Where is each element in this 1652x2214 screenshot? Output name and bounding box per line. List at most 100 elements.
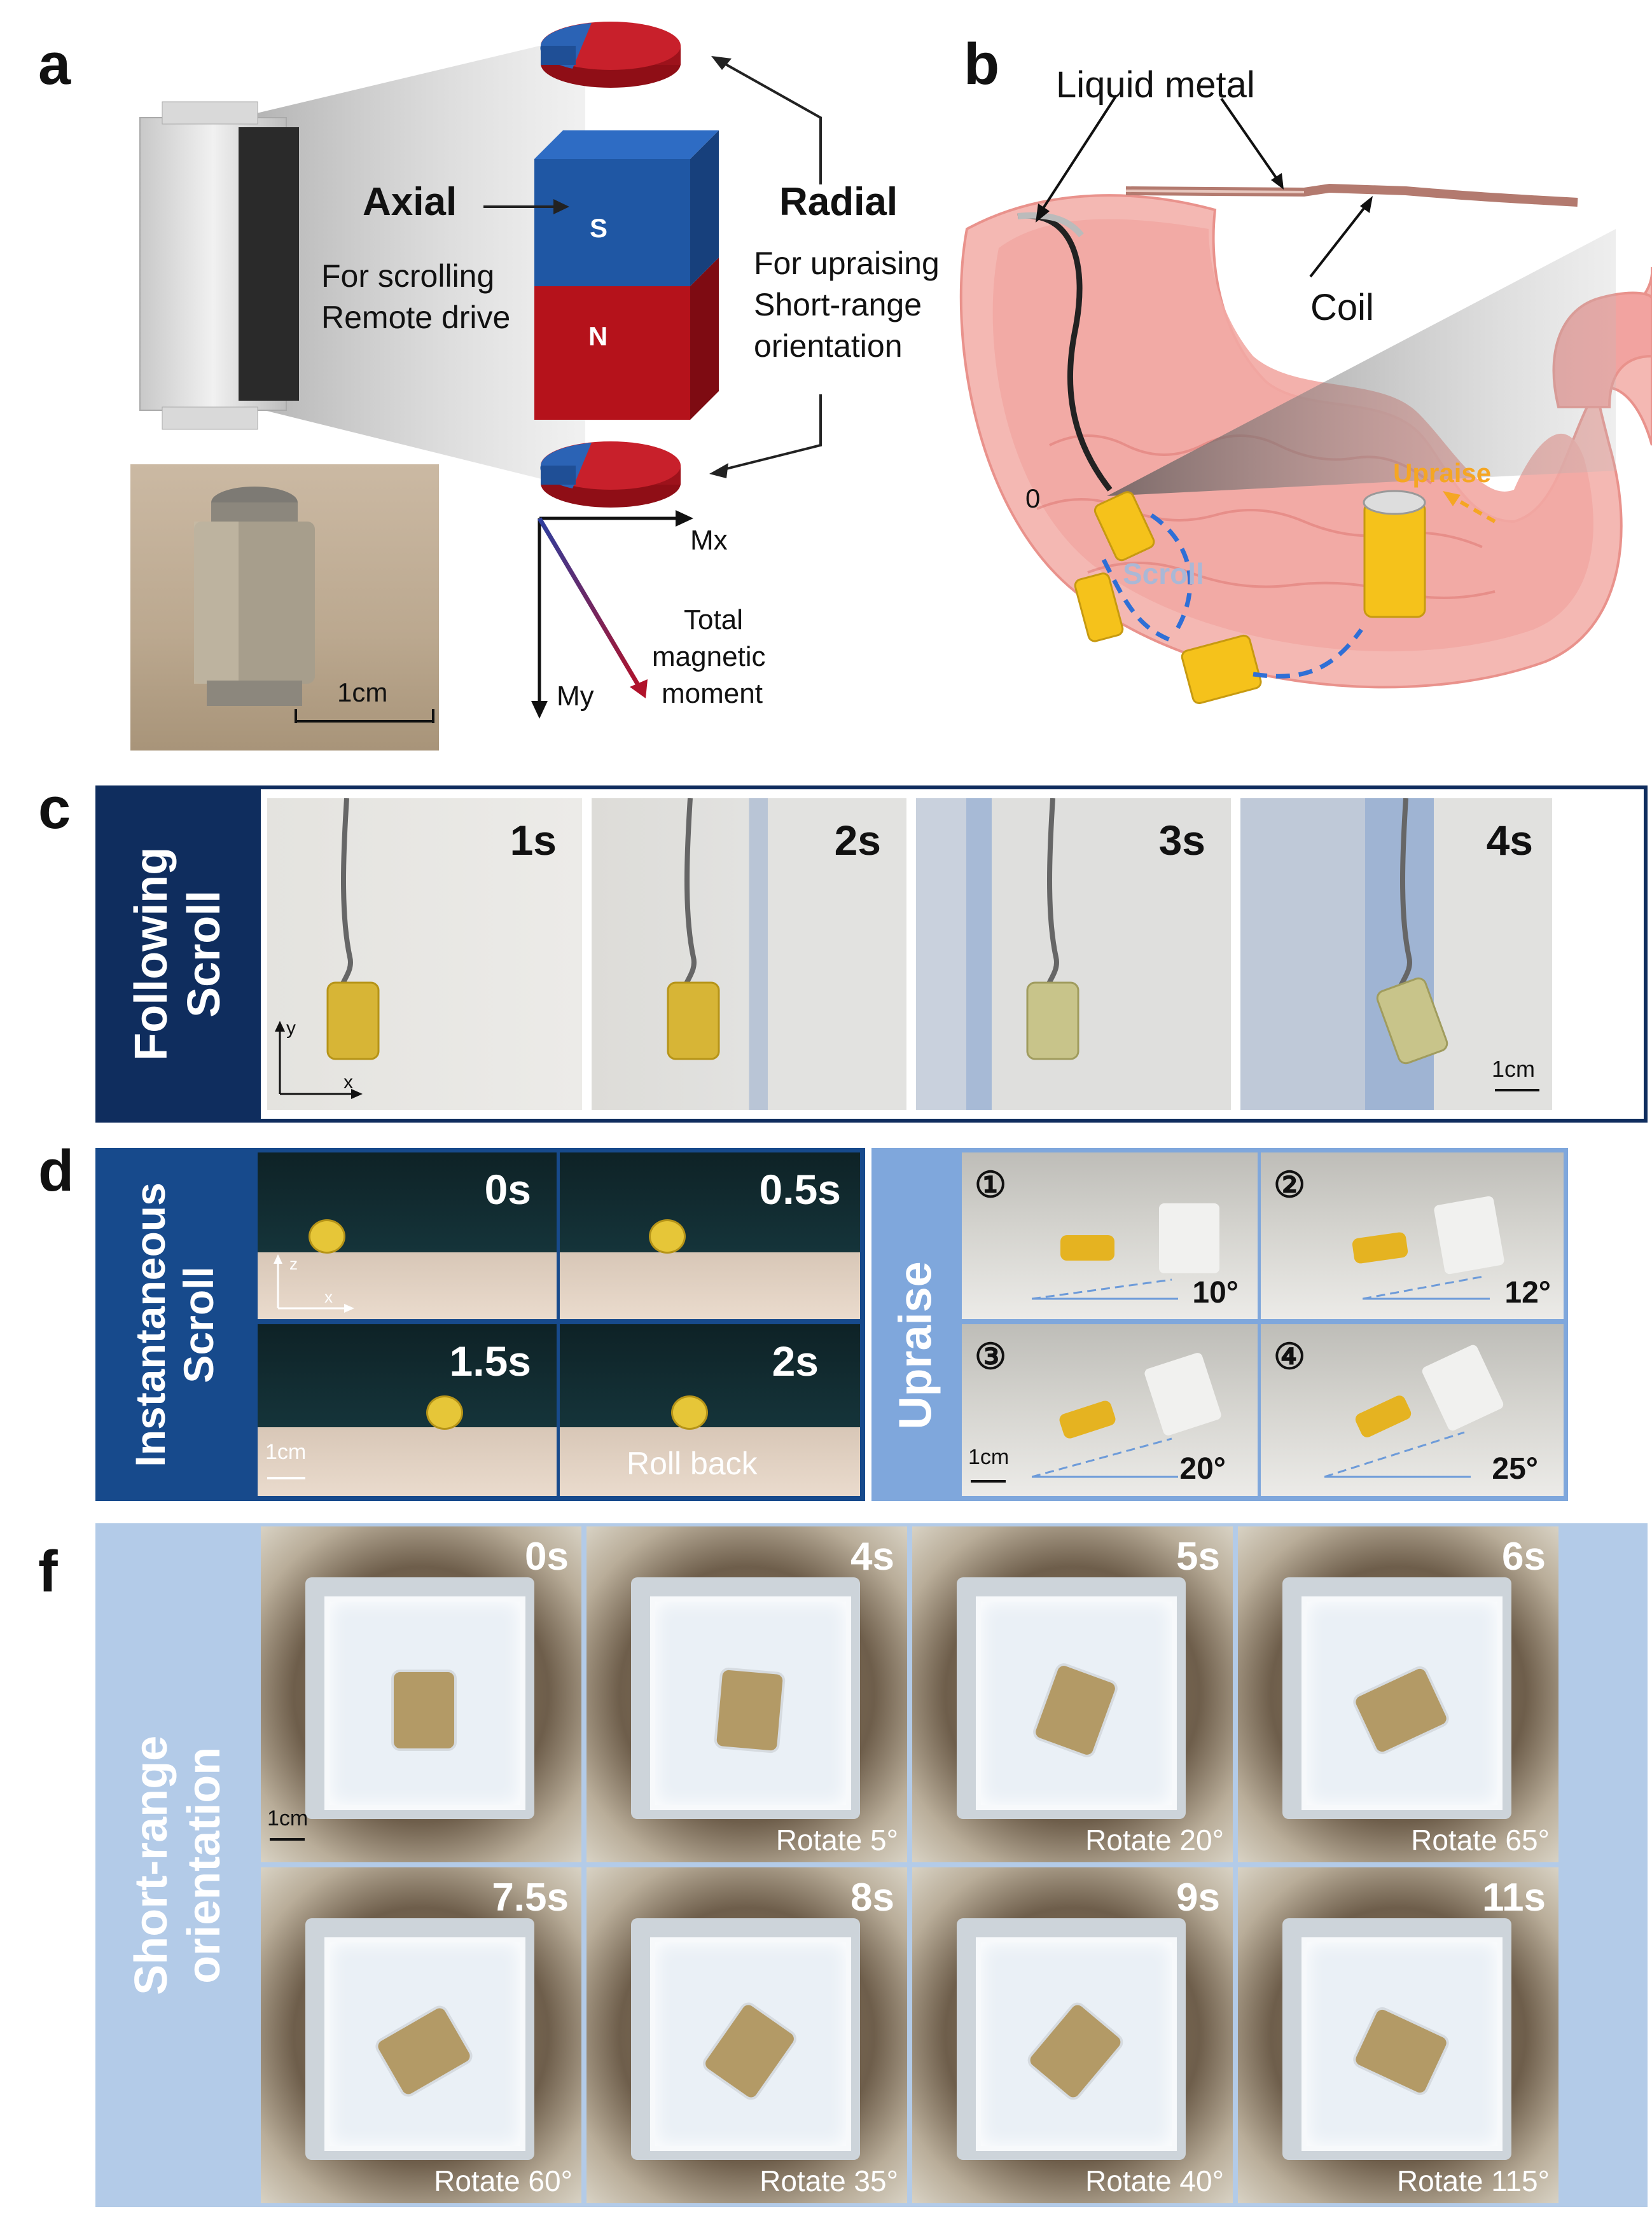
- panel-d-roll-back: Roll back: [627, 1446, 758, 1481]
- panel-c-side-2: Scroll: [179, 890, 230, 1018]
- panel-c-frame-3: 3s: [916, 798, 1231, 1110]
- coil-label: Coil: [1310, 287, 1374, 328]
- panel-c-axis-x: x: [344, 1072, 353, 1093]
- axial-title: Axial: [363, 180, 457, 224]
- my-label: My: [557, 681, 594, 712]
- radial-magnet-bottom: [540, 441, 681, 508]
- panel-f-scale-bar: [270, 1838, 305, 1841]
- panel-d-scale-label: 1cm: [265, 1440, 307, 1464]
- radial-magnet-top: [540, 22, 681, 88]
- panel-e-scale-bar: [971, 1480, 1006, 1483]
- panel-d-side-2: Scroll: [175, 1266, 222, 1383]
- upraise-label: Upraise: [1393, 458, 1492, 488]
- panel-f-side-1: Short-range: [126, 1735, 177, 1995]
- axial-magnet-cube: [534, 130, 719, 420]
- panel-d-frame-2: 0.5s: [560, 1152, 860, 1319]
- panel-e-frame-3: ③ 20° 1cm: [962, 1324, 1258, 1496]
- panel-e-step-2: ②: [1274, 1165, 1306, 1205]
- moment-arrow: [537, 517, 642, 688]
- capsule-band: [239, 127, 299, 401]
- panel-a-letter: a: [38, 32, 71, 97]
- liquid-metal-label: Liquid metal: [1056, 64, 1255, 106]
- panel-c-side-1: Following: [126, 847, 177, 1061]
- panel-f-letter: f: [38, 1539, 58, 1604]
- panel-f-time-1: 0s: [525, 1535, 569, 1579]
- tether-wire: [1017, 212, 1113, 492]
- panel-f-frame-1: 0s 1cm: [261, 1526, 581, 1862]
- panel-f-scale-label: 1cm: [267, 1806, 309, 1830]
- panel-c-frame-2: 2s: [592, 798, 906, 1110]
- panel-e-angle-3: 20°: [1179, 1452, 1226, 1486]
- panel-f-rotation-7: Rotate 40°: [1085, 2164, 1224, 2197]
- panel-e-frame-4: ④ 25°: [1261, 1324, 1564, 1496]
- panel-e-angle-1: 10°: [1192, 1276, 1239, 1310]
- panel-d-time-1: 0s: [484, 1166, 531, 1213]
- mx-label: Mx: [690, 525, 728, 556]
- panel-c-sidebar: Following Scroll: [95, 785, 261, 1123]
- panel-f-rotation-3: Rotate 20°: [1085, 1823, 1224, 1857]
- panel-e-angle-2: 12°: [1504, 1276, 1551, 1310]
- panel-f-rotation-6: Rotate 35°: [760, 2164, 898, 2197]
- capsule-3: [1181, 634, 1262, 705]
- panel-e-angle-4: 25°: [1492, 1452, 1538, 1486]
- panel-f-time-5: 7.5s: [492, 1876, 569, 1920]
- scroll-path: [1101, 558, 1363, 679]
- capsule-1: [1093, 491, 1155, 562]
- panel-f-time-4: 6s: [1502, 1535, 1546, 1579]
- capsule-photo: 1cm: [130, 464, 439, 751]
- panel-f-sidebar: Short-range orientation: [95, 1523, 261, 2207]
- panel-e-scale-label: 1cm: [968, 1445, 1010, 1469]
- panel-c-time-4: 4s: [1486, 817, 1533, 864]
- panel-f-rotation-2: Rotate 5°: [775, 1823, 898, 1857]
- panel-c-frame-1: 1s y x: [267, 798, 582, 1110]
- panel-e-frame-1: ① 10°: [962, 1152, 1258, 1319]
- panel-c-scale-bar: [1495, 1089, 1539, 1091]
- moment-label-1: Total: [684, 604, 743, 635]
- panel-b-letter: b: [964, 32, 1000, 97]
- panel-d-frame-1: 0s z x: [258, 1152, 557, 1319]
- capsule-4-upraised: [1363, 490, 1426, 618]
- panel-f-time-3: 5s: [1176, 1535, 1220, 1579]
- panel-f-side-2: orientation: [179, 1747, 230, 1984]
- panel-d-axis-x: x: [324, 1287, 333, 1306]
- panel-e-frame-2: ② 12°: [1261, 1152, 1564, 1319]
- panel-f-time-6: 8s: [850, 1876, 894, 1920]
- panel-d-time-3: 1.5s: [449, 1338, 531, 1385]
- moment-label-2: magnetic: [652, 641, 766, 672]
- panel-e-step-3: ③: [975, 1336, 1007, 1376]
- panel-d-time-4: 2s: [772, 1338, 819, 1385]
- panel-c-axis-y: y: [286, 1018, 296, 1039]
- radial-desc-3: orientation: [754, 328, 903, 364]
- radial-title: Radial: [779, 180, 898, 224]
- panel-d-scale-bar: [267, 1477, 305, 1479]
- axial-desc-2: Remote drive: [321, 300, 511, 335]
- radial-desc-1: For upraising: [754, 246, 940, 281]
- panel-a-diagram: [139, 22, 822, 719]
- panel-e-side: Upraise: [890, 1261, 941, 1430]
- panel-c-scale-label: 1cm: [1492, 1056, 1536, 1082]
- panel-f-time-2: 4s: [850, 1535, 894, 1579]
- panel-e-step-1: ①: [975, 1165, 1007, 1205]
- panel-d-sidebar: Instantaneous Scroll: [95, 1148, 254, 1501]
- panel-c-time-1: 1s: [510, 817, 557, 864]
- projection-cone: [251, 35, 585, 490]
- panel-f-time-7: 9s: [1176, 1876, 1220, 1920]
- coil-projection-cone: [1107, 229, 1616, 496]
- panel-f-rotation-4: Rotate 65°: [1411, 1823, 1550, 1857]
- pole-n: N: [588, 321, 608, 351]
- moment-label-3: moment: [662, 678, 763, 709]
- axial-desc-1: For scrolling: [321, 258, 495, 294]
- capsule-2: [1074, 572, 1124, 642]
- panel-e-sidebar: Upraise: [871, 1189, 961, 1501]
- panel-d-time-2: 0.5s: [759, 1166, 841, 1213]
- panel-c-letter: c: [38, 776, 71, 841]
- panel-d-frame-4: 2s Roll back: [560, 1324, 860, 1496]
- origin-label: 0: [1025, 483, 1041, 513]
- panel-d-axis-z: z: [289, 1254, 298, 1273]
